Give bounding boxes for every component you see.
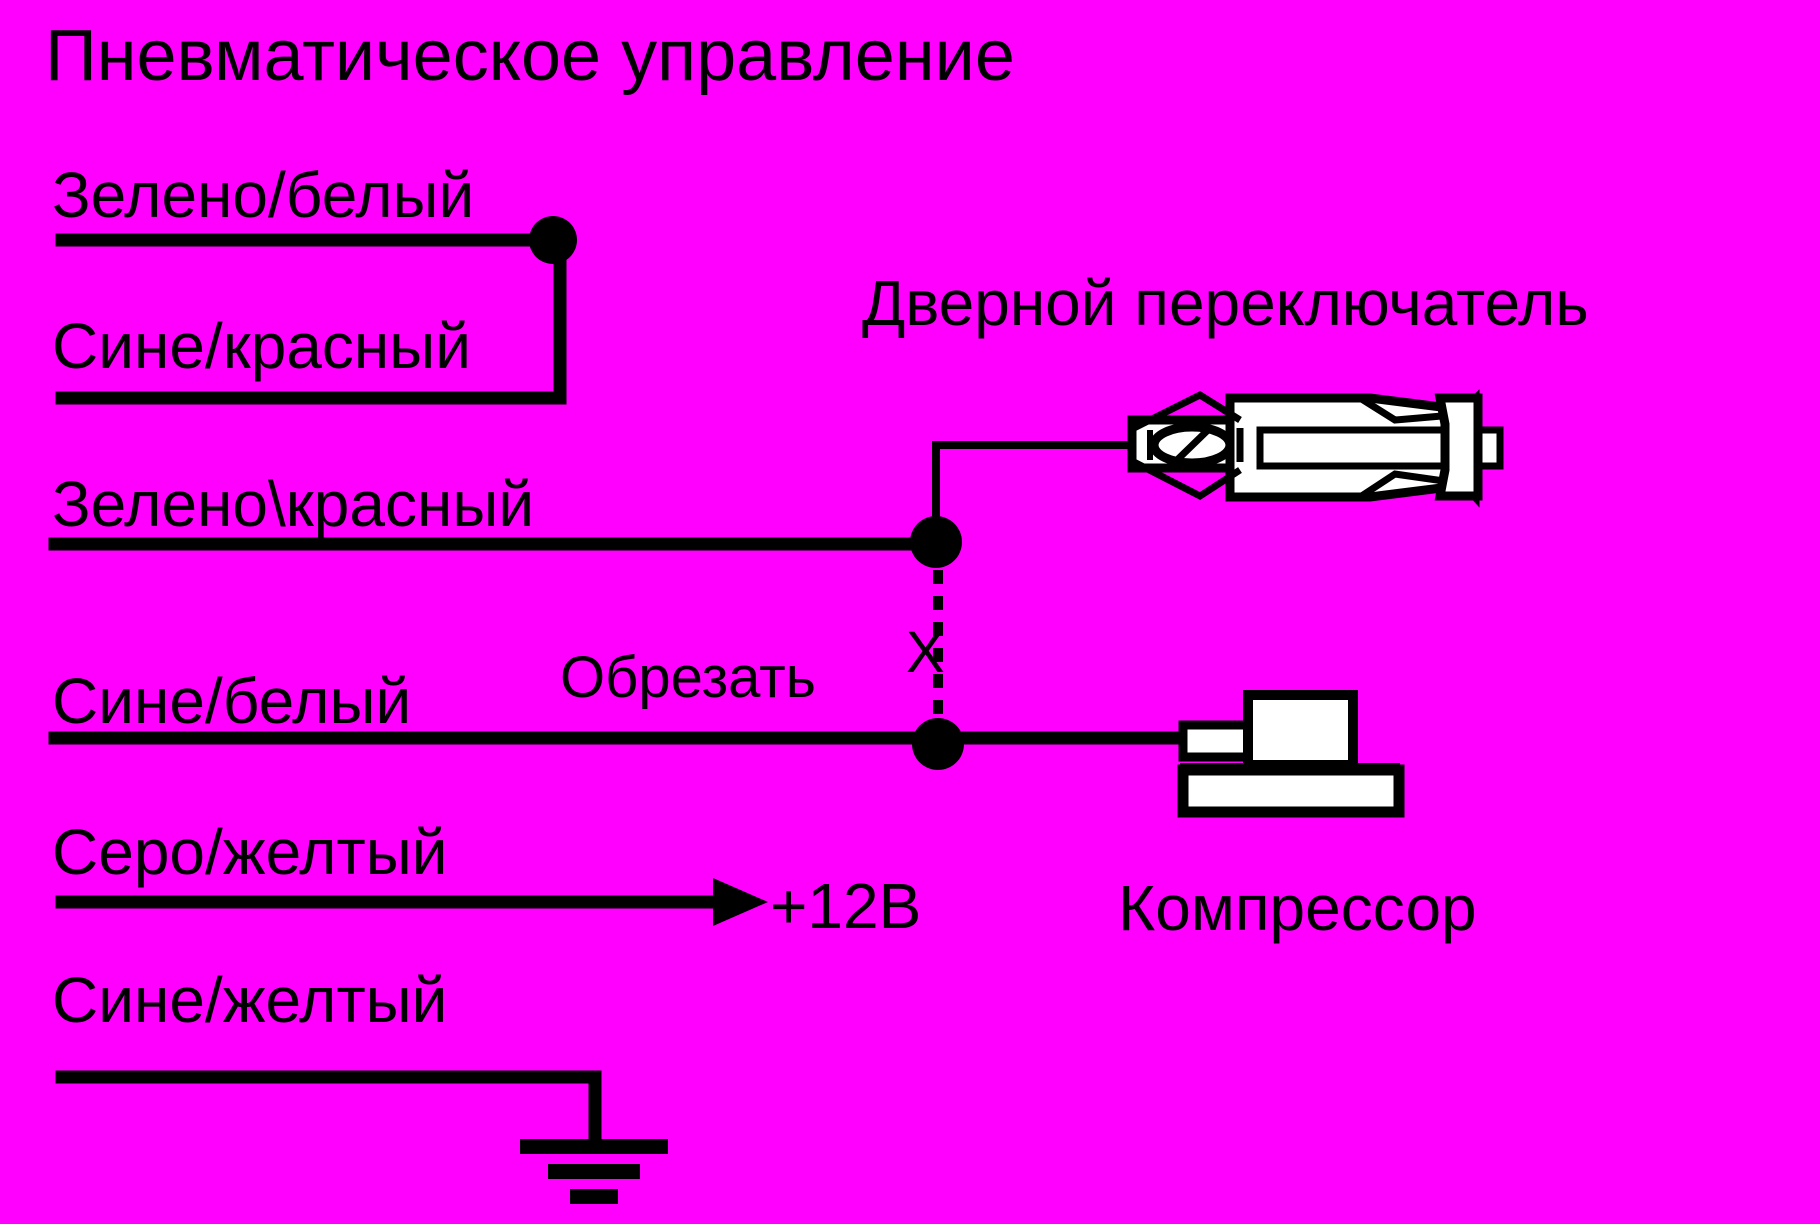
ground-icon bbox=[520, 1139, 668, 1204]
wire-blue-yellow bbox=[55, 1070, 602, 1151]
arrow-head bbox=[713, 878, 768, 926]
junction-dot-bottom bbox=[912, 718, 964, 770]
door-switch-icon bbox=[1127, 389, 1504, 508]
door-switch-label: Дверной переключатель bbox=[862, 267, 1589, 339]
wire-label-blue-white: Сине/белый bbox=[52, 665, 411, 737]
diagram-title: Пневматическое управление bbox=[45, 16, 1015, 96]
compressor-label: Компрессор bbox=[1118, 872, 1477, 944]
cut-x-mark: X bbox=[906, 620, 945, 685]
wire-label-green-white: Зелено/белый bbox=[52, 159, 474, 231]
cut-label: Обрезать bbox=[560, 645, 816, 710]
compressor-icon bbox=[1177, 690, 1405, 818]
wire-label-green-red: Зелено\красный bbox=[52, 468, 534, 540]
wire-label-gray-yellow: Серо/желтый bbox=[52, 816, 447, 888]
wire-label-blue-red: Сине/красный bbox=[52, 310, 471, 382]
wire-to-door-switch bbox=[932, 441, 1135, 542]
wire-label-blue-yellow: Сине/желтый bbox=[52, 964, 447, 1036]
junction-dot-top bbox=[529, 216, 577, 264]
supply-label: +12В bbox=[770, 870, 921, 942]
